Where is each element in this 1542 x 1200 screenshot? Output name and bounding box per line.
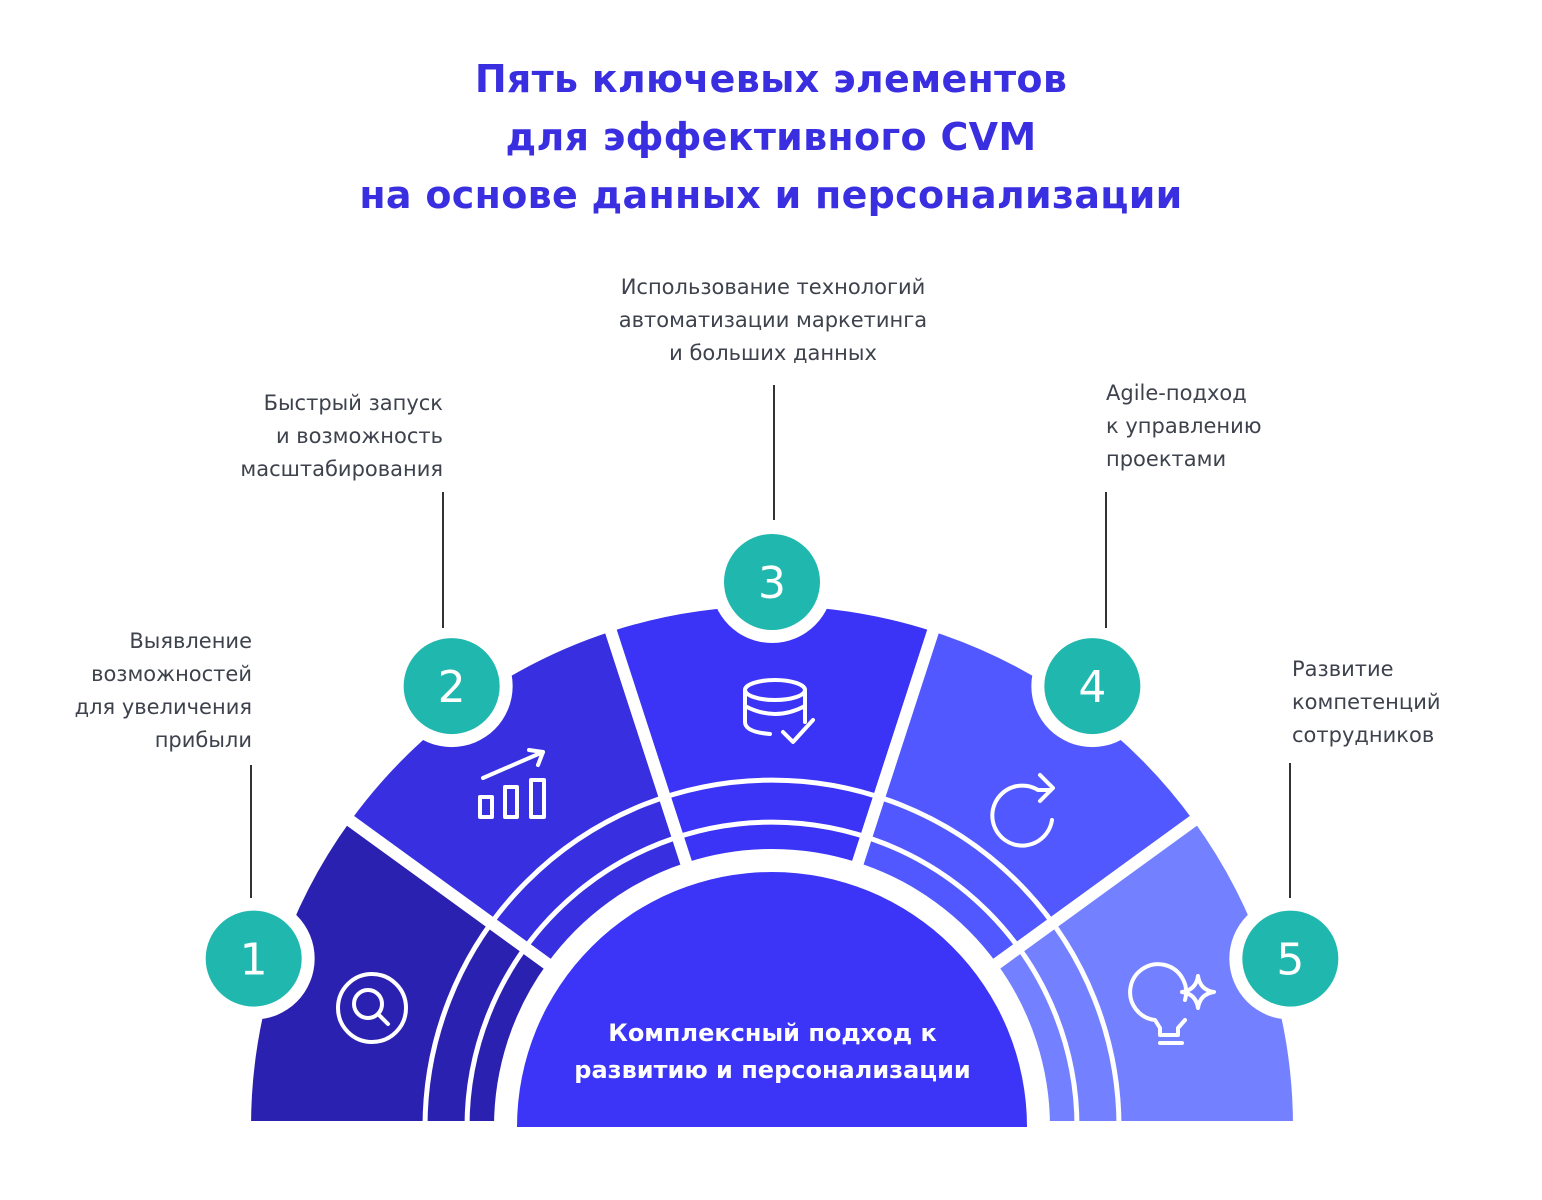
- ring-divider: [422, 777, 1122, 1128]
- badge-number: 1: [240, 935, 268, 986]
- label-line: сотрудников: [1292, 723, 1435, 747]
- title-line: на основе данных и персонализации: [359, 173, 1183, 217]
- label-line: компетенций: [1292, 690, 1441, 714]
- search-icon: [336, 972, 408, 1044]
- label-line: автоматизации маркетинга: [618, 308, 928, 332]
- label-line: Выявление: [129, 629, 252, 653]
- badge-circle: [403, 638, 500, 735]
- label-element-4: Agile-подход к управлению проектами: [1106, 377, 1262, 476]
- label-line: прибыли: [154, 728, 252, 752]
- badge-circle: [724, 534, 820, 630]
- page-title: Пять ключевых элементов для эффективного…: [0, 50, 1542, 224]
- label-line: Использование технологий: [620, 275, 926, 299]
- badge-number: 4: [1078, 662, 1106, 713]
- connector-line-4: [1105, 492, 1107, 628]
- label-line: и больших данных: [669, 341, 877, 365]
- number-badge-5: 5: [1229, 897, 1352, 1020]
- badge-circle: [205, 910, 302, 1007]
- number-badge-3: 3: [711, 521, 833, 643]
- title-line: для эффективного CVM: [505, 115, 1037, 159]
- label-element-1: Выявление возможностей для увеличения пр…: [75, 625, 252, 757]
- title-line: Пять ключевых элементов: [474, 57, 1068, 101]
- center-label: Комплексный подход к развитию и персонал…: [517, 1015, 1028, 1089]
- badge-number: 2: [438, 662, 466, 713]
- badge-number: 3: [758, 558, 786, 609]
- connector-line-3: [773, 385, 775, 520]
- label-line: масштабирования: [240, 457, 443, 481]
- lightbulb-sparkle-icon: [1128, 962, 1216, 1045]
- label-element-5: Развитие компетенций сотрудников: [1292, 653, 1441, 752]
- label-line: Быстрый запуск: [263, 391, 443, 415]
- ring-divider: [464, 819, 1080, 1128]
- number-badge-2: 2: [390, 625, 513, 748]
- segment-4: [850, 619, 1205, 974]
- connector-line-1: [250, 765, 252, 898]
- refresh-icon: [990, 773, 1055, 848]
- label-line: проектами: [1106, 447, 1227, 471]
- number-badge-1: 1: [192, 897, 315, 1020]
- database-check-icon: [743, 678, 815, 744]
- number-badge-4: 4: [1031, 625, 1154, 748]
- badge-circle: [1044, 638, 1141, 735]
- segment-3: [603, 594, 941, 875]
- label-element-3: Использование технологий автоматизации м…: [573, 271, 973, 370]
- center-label-line: развитию и персонализации: [574, 1056, 971, 1084]
- growth-chart-icon: [478, 748, 546, 819]
- center-semicircle: [517, 872, 1027, 1127]
- connector-line-2: [442, 492, 444, 628]
- connector-line-5: [1289, 763, 1291, 898]
- center-label-line: Комплексный подход к: [608, 1019, 937, 1047]
- label-line: Развитие: [1292, 657, 1394, 681]
- label-line: возможностей: [91, 662, 252, 686]
- label-line: Agile-подход: [1106, 381, 1247, 405]
- badge-number: 5: [1276, 935, 1304, 986]
- label-line: к управлению: [1106, 414, 1262, 438]
- label-line: для увеличения: [74, 695, 252, 719]
- badge-circle: [1242, 910, 1339, 1007]
- label-line: и возможность: [275, 424, 443, 448]
- label-element-2: Быстрый запуск и возможность масштабиров…: [240, 387, 443, 486]
